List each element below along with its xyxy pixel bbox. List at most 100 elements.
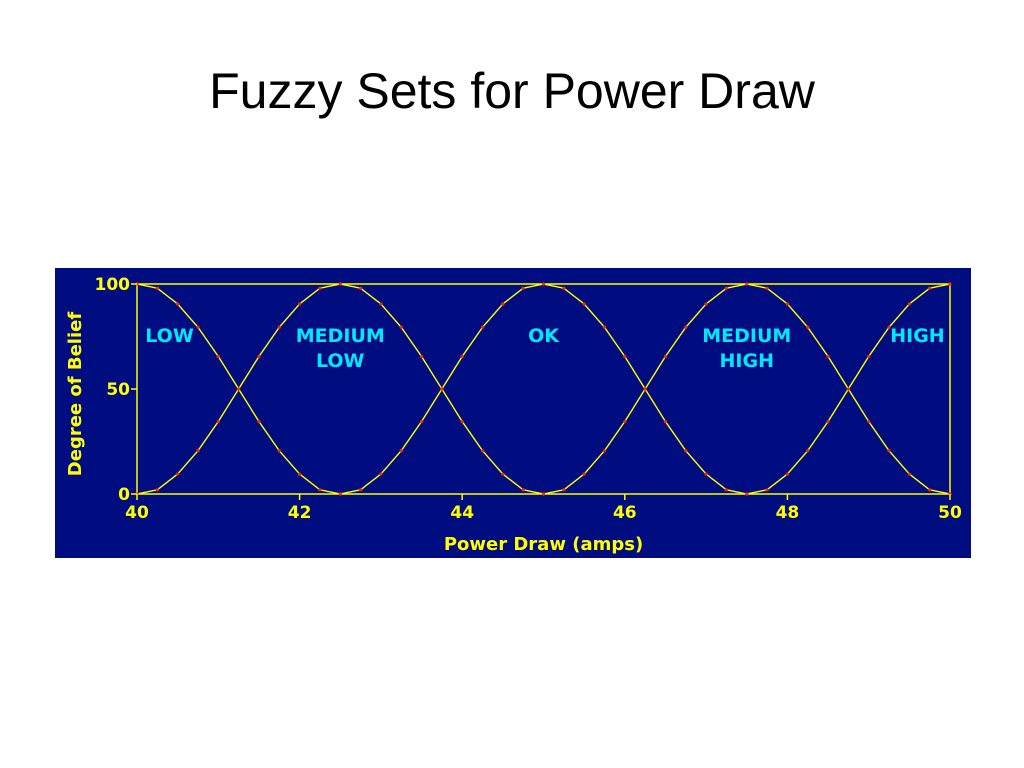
- y-tick-label: 50: [106, 380, 130, 400]
- curve-point: [826, 419, 830, 424]
- x-tick-label: 44: [450, 503, 474, 523]
- x-axis-label: Power Draw (amps): [444, 534, 643, 555]
- curve-point: [541, 282, 546, 286]
- curve-point: [806, 325, 810, 329]
- curve-point: [785, 302, 790, 306]
- curve-point: [399, 449, 403, 453]
- chart-background: [55, 268, 971, 558]
- curve-point: [480, 325, 485, 329]
- x-tick-label: 48: [776, 503, 800, 523]
- curve-point: [176, 302, 180, 306]
- curve-point: [907, 302, 911, 306]
- curve-point: [277, 449, 281, 453]
- curve-point: [521, 488, 525, 492]
- curve-point: [948, 282, 952, 286]
- curve-point: [379, 472, 383, 476]
- curve-point: [277, 325, 281, 329]
- curve-point: [521, 286, 525, 290]
- curve-point: [358, 488, 363, 492]
- curve-point: [602, 325, 607, 329]
- y-tick-label: 100: [95, 275, 131, 295]
- curve-point: [460, 419, 464, 424]
- curve-point: [196, 325, 200, 329]
- curve-point: [399, 325, 403, 329]
- curve-point: [928, 488, 932, 492]
- curve-point: [623, 419, 627, 424]
- set-label: HIGH: [890, 325, 944, 347]
- set-label: OK: [528, 325, 560, 347]
- curve-point: [298, 472, 302, 476]
- curve-point: [602, 449, 607, 453]
- curve-point: [338, 282, 342, 286]
- curve-point: [338, 492, 342, 496]
- curve-point: [663, 354, 668, 359]
- curve-point: [501, 302, 505, 306]
- curve-point: [176, 472, 180, 476]
- curve-point: [257, 354, 261, 359]
- curve-point: [155, 488, 159, 492]
- curve-point: [379, 302, 383, 306]
- curve-point: [541, 492, 546, 496]
- curve-point: [358, 286, 363, 290]
- curve-point: [460, 354, 464, 359]
- curve-point: [928, 286, 932, 290]
- curve-point: [745, 492, 749, 496]
- curve-point: [501, 472, 505, 476]
- curve-point: [663, 419, 668, 424]
- y-axis-ticks: 0 50 100: [95, 275, 137, 505]
- curve-point: [765, 488, 769, 492]
- curve-point: [440, 387, 444, 391]
- curve-point: [643, 387, 647, 391]
- curve-point: [562, 488, 566, 492]
- curve-point: [704, 302, 708, 306]
- curve-point: [948, 492, 952, 496]
- curve-point: [298, 302, 302, 306]
- set-label: LOW: [145, 325, 194, 347]
- curve-point: [826, 354, 830, 359]
- x-tick-label: 42: [288, 503, 312, 523]
- curve-point: [216, 419, 220, 424]
- curve-point: [237, 387, 241, 391]
- x-tick-label: 40: [125, 503, 149, 523]
- curve-point: [806, 449, 810, 453]
- curve-point: [745, 282, 749, 286]
- curve-point: [867, 419, 871, 424]
- curve-point: [907, 472, 911, 476]
- curve-point: [623, 354, 627, 359]
- curve-point: [155, 286, 159, 290]
- y-axis-label: Degree of Belief: [65, 312, 86, 477]
- curve-markers: [135, 282, 952, 496]
- y-tick-label: 0: [118, 485, 130, 505]
- curve-point: [419, 419, 424, 424]
- curve-point: [318, 286, 322, 290]
- curve-point: [887, 449, 891, 453]
- curve-point: [846, 387, 850, 391]
- curve-point: [562, 286, 566, 290]
- curve-point: [704, 472, 708, 476]
- curve-point: [480, 449, 485, 453]
- curve-point: [582, 472, 586, 476]
- curve-point: [582, 302, 586, 306]
- x-axis-ticks: 40 42 44 46 48 50: [125, 494, 962, 523]
- curve-point: [765, 286, 769, 290]
- x-tick-label: 46: [613, 503, 637, 523]
- curve-point: [216, 354, 220, 359]
- x-tick-label: 50: [938, 503, 962, 523]
- curve-point: [867, 354, 871, 359]
- curve-point: [724, 286, 729, 290]
- page-title: Fuzzy Sets for Power Draw: [209, 63, 815, 119]
- curve-point: [196, 449, 200, 453]
- curve-point: [724, 488, 729, 492]
- curve-point: [684, 325, 688, 329]
- curve-point: [684, 449, 688, 453]
- curve-point: [887, 325, 891, 329]
- curve-point: [419, 354, 424, 359]
- curve-point: [318, 488, 322, 492]
- curve-point: [785, 472, 790, 476]
- curve-point: [257, 419, 261, 424]
